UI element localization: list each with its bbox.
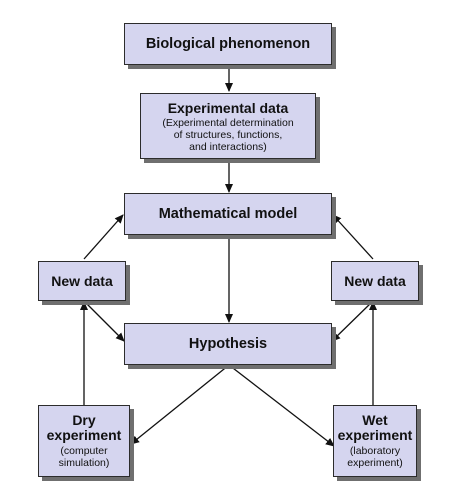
node-experimental-data-subtitle-line-3: and interactions) (189, 140, 267, 153)
node-new-data-left: New data (38, 261, 126, 301)
node-experimental-data-subtitle-line-1: (Experimental determination (162, 116, 294, 129)
node-mathematical-model-title: Mathematical model (158, 206, 298, 222)
node-hypothesis: Hypothesis (124, 323, 332, 365)
node-dry-experiment-title-line-2: experiment (46, 427, 122, 443)
node-new-data-left-title: New data (51, 273, 113, 289)
node-wet-experiment-subtitle-line-2: experiment) (347, 457, 403, 469)
node-wet-experiment-subtitle-line-1: (laboratory (349, 445, 401, 457)
node-experimental-data-subtitle-line-2: of structures, functions, (173, 128, 283, 141)
node-wet-experiment-title-line-2: experiment (337, 427, 413, 443)
node-dry-experiment-subtitle-line-2: simulation) (58, 457, 110, 469)
node-hypothesis-title: Hypothesis (188, 336, 268, 352)
node-new-data-right: New data (331, 261, 419, 301)
arrow-hypothesis-to-dry-experiment (130, 364, 230, 445)
node-biological-phenomenon: Biological phenomenon (124, 23, 332, 65)
arrow-new-data-right-to-model (332, 214, 374, 260)
node-dry-experiment: Dry experiment (computer simulation) (38, 405, 130, 477)
node-wet-experiment-title-line-1: Wet (362, 412, 388, 428)
node-experimental-data-title: Experimental data (167, 99, 289, 116)
node-dry-experiment-title-line-1: Dry (72, 412, 96, 428)
node-biological-phenomenon-title: Biological phenomenon (145, 36, 311, 52)
node-mathematical-model: Mathematical model (124, 193, 332, 235)
arrow-hypothesis-to-wet-experiment (228, 364, 335, 447)
node-new-data-right-title: New data (344, 273, 406, 289)
arrow-new-data-right-to-hypothesis (331, 300, 374, 342)
node-dry-experiment-subtitle-line-1: (computer (60, 445, 108, 457)
node-experimental-data: Experimental data (Experimental determin… (140, 93, 316, 159)
arrow-new-data-left-to-model (83, 214, 124, 260)
arrow-new-data-left-to-hypothesis (83, 300, 125, 342)
node-wet-experiment: Wet experiment (laboratory experiment) (333, 405, 417, 477)
